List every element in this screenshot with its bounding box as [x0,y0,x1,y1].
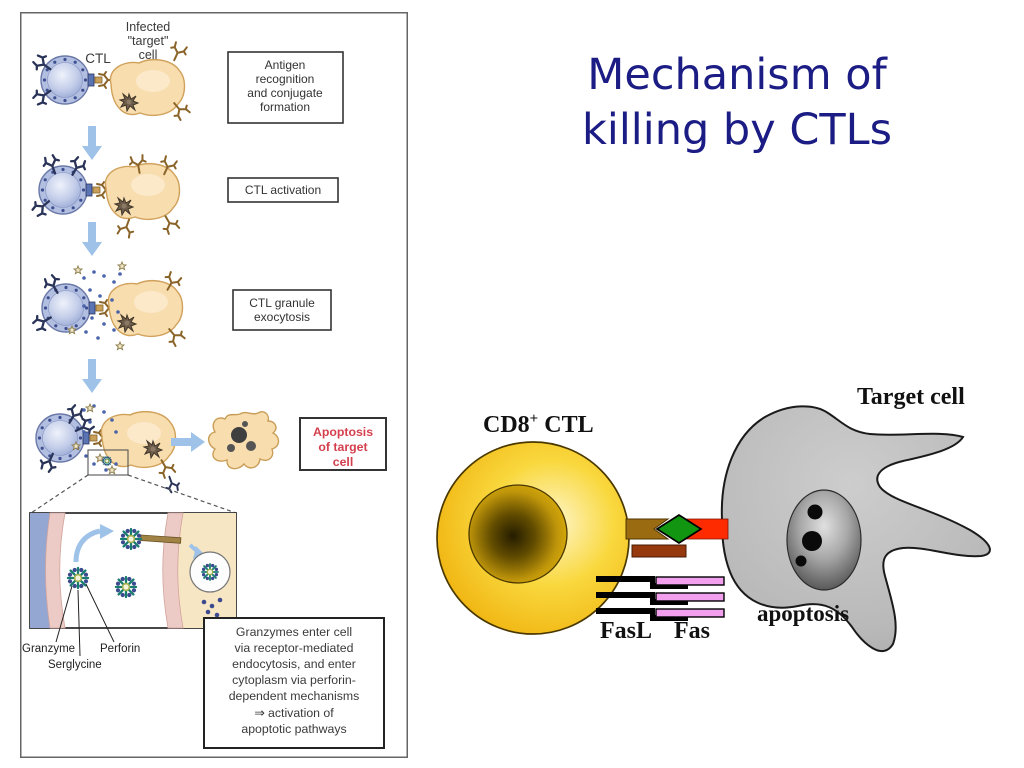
box-antigen-recognition [227,51,344,124]
caption-box: Granzymes enter cell via receptor-mediat… [203,617,385,749]
target-cell-label: Target cell [857,384,965,410]
box-granule-exocytosis [232,289,332,331]
ctl-membrane-band [45,512,66,629]
perforin-label: Perforin [100,643,140,655]
box4-line1: Apoptosis [313,425,373,439]
stage-ctl-activation: CTL activation [28,152,339,240]
stage-granule-exocytosis: CTL granule exocytosis [30,261,332,351]
stage-apoptosis: Apoptosis of target cell [35,402,387,495]
slide-title-line2: killing by CTLs [582,105,892,156]
secreted-granule-dots [82,270,122,340]
box1-line4: formation [260,100,310,114]
box1-line2: recognition [256,72,315,86]
target-cell [720,405,991,652]
box3-line2: exocytosis [254,310,310,324]
caption-line1: Granzymes enter cell [236,625,352,639]
apoptosis-label: apoptosis [757,601,849,626]
cd8-ctl-cell [436,441,630,635]
granzyme-label: Granzyme [22,643,75,655]
tcr-mhc-complex [625,513,729,558]
antigen-diamond [655,513,703,545]
tcr-bar [625,518,670,540]
infected-target-cell-label-line2: "target" [128,34,169,48]
box4-line2: of target [318,440,367,454]
caption-line6: ⇒ activation of [254,706,334,720]
box3-line1: CTL granule [249,296,315,310]
magnified-region-frame [87,449,129,476]
target-cell-nucleus [786,489,862,591]
caption-line3: endocytosis, and enter [232,657,356,671]
ctl-target-interaction-diagram: CD8+ CTL Target cell FasL Fas apoptosis [436,384,991,652]
curved-arrow-head [100,524,114,539]
infected-target-cell-label-line1: Infected [126,20,171,34]
stage-antigen-recognition: Antigen recognition and conjugate format… [29,40,344,124]
fasl-fas-complex [596,576,725,621]
curved-arrow-icon [73,528,101,563]
box1-line3: and conjugate [247,86,323,100]
cd8-ctl-label: CD8+ CTL [483,411,594,438]
ctl-membrane-inner [30,513,50,628]
ctl-nucleus [468,484,568,584]
fasl-molecules [596,576,688,621]
perforin-rod [140,534,182,544]
fas-molecules [655,576,725,618]
serglycine-label: Serglycine [48,659,102,671]
ctl-label: CTL [85,51,111,66]
caption-line4: cytoplasm via perforin- [232,673,356,687]
caption-line7: apoptotic pathways [241,722,346,736]
infected-target-cell-label-line3: cell [139,48,158,62]
granule-inset: Granzyme Perforin Serglycine [22,512,237,671]
slide-title: Mechanism of killing by CTLs [537,48,937,158]
box4-line3: cell [333,455,354,469]
box1-line1: Antigen [265,58,306,72]
slide-title-line1: Mechanism of [587,50,887,100]
box-ctl-activation [227,177,339,203]
caption-line5: dependent mechanisms [229,689,360,703]
fasl-label: FasL [600,618,652,644]
apoptotic-cell [207,411,280,470]
caption-line2: via receptor-mediated [235,641,354,655]
fas-label: Fas [674,618,710,644]
box-apoptosis [299,417,387,471]
inset-leader-lines [55,583,115,657]
ctl-killing-steps-figure: Infected "target" cell CTL Antigen recog… [20,12,408,758]
magnification-dashed-lines [30,474,237,514]
secreted-granule-dots [82,404,118,472]
nucleus-apoptotic-bodies [795,504,823,567]
coreceptor-bar [631,544,687,558]
box2-line1: CTL activation [245,183,321,197]
figure-top-labels: Infected "target" cell CTL [85,20,170,66]
released-granzyme-dots [201,597,223,618]
